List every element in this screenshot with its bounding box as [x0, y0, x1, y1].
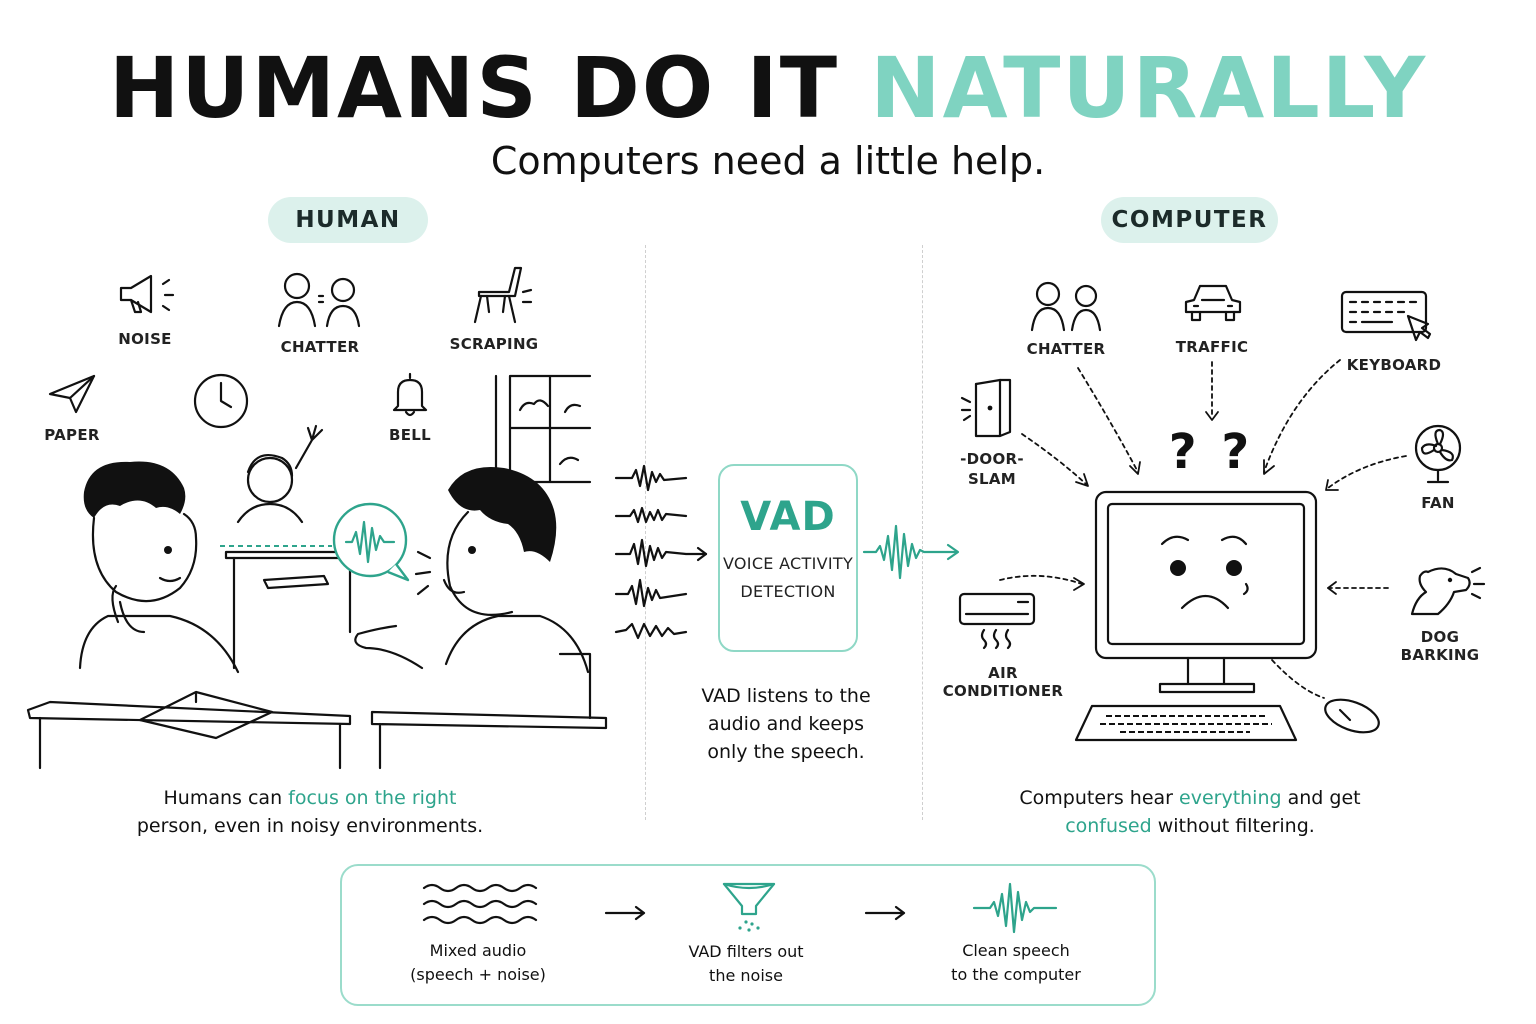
- question-marks: ? ?: [1168, 424, 1254, 480]
- pipeline-arrow-1-icon: [604, 905, 646, 921]
- title-main: HUMANS DO IT: [108, 39, 840, 137]
- pipeline-step1-line2: (speech + noise): [410, 965, 546, 984]
- noise-label: NOISE: [118, 330, 172, 348]
- clean-speech-wave-icon: [972, 882, 1058, 934]
- mixed-audio-waves-icon: [422, 883, 538, 925]
- bell-icon: [392, 372, 428, 417]
- confused-computer-illustration: [1074, 490, 1380, 742]
- chatter-icon: [277, 272, 361, 328]
- computer-label: COMPUTER: [1101, 197, 1278, 243]
- vad-subtitle: VOICE ACTIVITY DETECTION: [718, 550, 858, 606]
- chair-scraping-icon: [473, 266, 533, 324]
- human-caption-after: person, even in noisy environments.: [136, 815, 484, 837]
- noisy-waveforms-icon: [614, 464, 708, 640]
- human-caption-before: Humans can: [163, 787, 289, 809]
- keyboard-label: KEYBOARD: [1346, 356, 1442, 374]
- computer-caption-highlight1: everything: [1179, 787, 1282, 809]
- pipeline-step1-line1: Mixed audio: [429, 941, 527, 960]
- vad-caption: VAD listens to the audio and keeps only …: [676, 682, 896, 766]
- pipeline-step2-line1: VAD filters out: [688, 942, 804, 961]
- pipeline-box: [340, 864, 1156, 1006]
- fan-label: FAN: [1421, 494, 1455, 512]
- door-icon: [960, 378, 1012, 438]
- door-slam-label-line2: SLAM: [967, 470, 1017, 488]
- human-label: HUMAN: [268, 197, 428, 243]
- vad-box: [718, 464, 858, 652]
- computer-caption: Computers hear everything and get confuse…: [990, 784, 1390, 840]
- divider-left: [645, 245, 646, 820]
- computer-chatter-label: CHATTER: [1026, 340, 1106, 358]
- human-caption-highlight: focus on the right: [288, 787, 457, 809]
- pipeline-arrow-2-icon: [864, 905, 906, 921]
- divider-right: [922, 245, 923, 820]
- vad-subtitle-line2: DETECTION: [740, 582, 836, 601]
- clean-waveform-arrow-icon: [862, 524, 960, 580]
- door-slam-label: -DOOR- SLAM: [950, 449, 1034, 489]
- noise-arrows: [999, 359, 1407, 699]
- door-slam-label-line1: -DOOR-: [960, 450, 1024, 468]
- scraping-label: SCRAPING: [449, 335, 539, 353]
- chatter-label: CHATTER: [280, 338, 360, 356]
- vad-title: VAD: [740, 494, 836, 540]
- traffic-label: TRAFFIC: [1175, 338, 1249, 356]
- paper-plane-icon: [48, 374, 96, 414]
- title-accent: NATURALLY: [870, 39, 1428, 137]
- fan-icon: [1414, 424, 1462, 484]
- vad-caption-line3: only the speech.: [707, 741, 865, 763]
- dog-icon: [1410, 566, 1486, 616]
- megaphone-icon: [119, 274, 175, 314]
- pipeline-step3-line1: Clean speech: [962, 941, 1070, 960]
- pipeline-step3-line2: to the computer: [951, 965, 1081, 984]
- air-conditioner-label: AIR CONDITIONER: [942, 664, 1064, 700]
- car-icon: [1184, 284, 1242, 322]
- pipeline-step2: VAD filters out the noise: [666, 940, 826, 988]
- vad-caption-line1: VAD listens to the: [701, 685, 871, 707]
- dog-barking-label: DOG BARKING: [1400, 628, 1480, 664]
- clock-icon: [193, 373, 249, 429]
- pipeline-step1: Mixed audio (speech + noise): [388, 939, 568, 987]
- page-title: HUMANS DO IT NATURALLY: [0, 38, 1536, 138]
- classroom-illustration: [26, 374, 608, 770]
- human-caption: Humans can focus on the right person, eve…: [100, 784, 520, 840]
- computer-caption-highlight2: confused: [1065, 815, 1152, 837]
- vad-subtitle-line1: VOICE ACTIVITY: [722, 554, 854, 573]
- computer-caption-after: without filtering.: [1151, 815, 1315, 837]
- page-subtitle: Computers need a little help.: [490, 139, 1046, 183]
- keyboard-icon: [1340, 290, 1432, 342]
- bell-label: BELL: [389, 426, 431, 444]
- paper-label: PAPER: [44, 426, 100, 444]
- computer-chatter-icon: [1030, 281, 1102, 332]
- vad-caption-line2: audio and keeps: [707, 713, 865, 735]
- air-conditioner-icon: [958, 592, 1036, 650]
- pipeline-step2-line2: the noise: [709, 966, 783, 985]
- funnel-filter-icon: [722, 882, 776, 932]
- computer-caption-before: Computers hear: [1019, 787, 1180, 809]
- pipeline-step3: Clean speech to the computer: [936, 939, 1096, 987]
- computer-caption-middle: and get: [1281, 787, 1361, 809]
